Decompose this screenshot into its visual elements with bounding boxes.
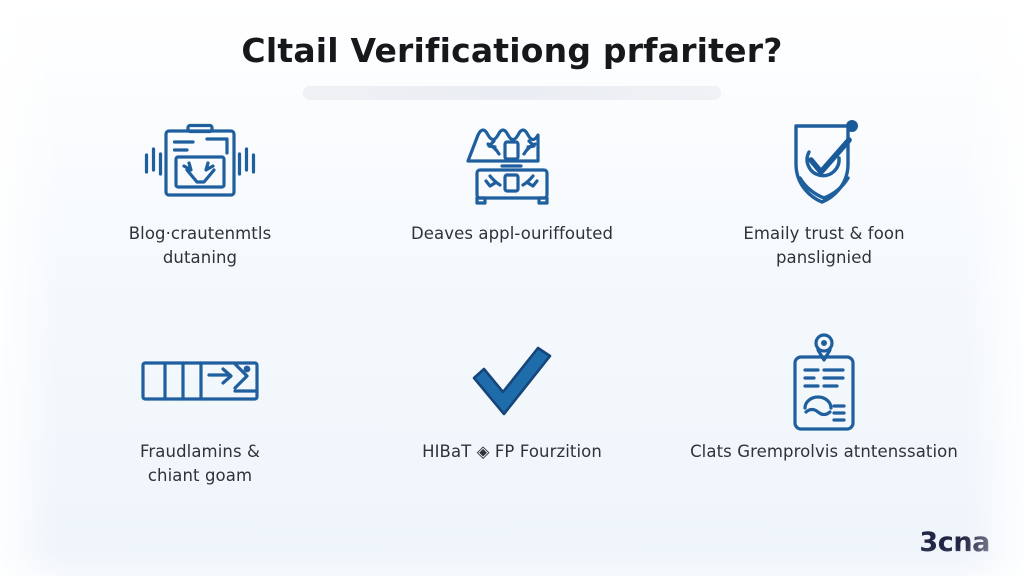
subtitle-placeholder-bar <box>303 85 721 100</box>
feature-cell-5: HIBaT ◈ FP Fourzition <box>356 330 668 548</box>
feature-label-3-line2: panslignied <box>775 247 873 267</box>
feature-label-1-line2: dutaning <box>162 247 238 267</box>
segmented-bar-icon <box>135 330 265 434</box>
feature-cell-1: Blog·crautenmtls dutaning <box>44 112 356 330</box>
feature-grid: Blog·crautenmtls dutaning <box>44 112 980 548</box>
feature-label-2-line1: Deaves appl-ouriffouted <box>410 224 614 243</box>
id-badge-icon <box>785 330 863 434</box>
feature-label-4-line1: Fraudlamins & <box>140 442 260 461</box>
page-title: Cltail Verificationg prfariter? <box>241 31 783 70</box>
feature-cell-6: Clats Gremprolvis atntenssation <box>668 330 980 548</box>
broadcast-document-icon <box>135 112 265 216</box>
feature-label-4: Fraudlamins & chiant goam <box>140 440 260 488</box>
feature-label-3-line1: Emaily trust & foon <box>743 224 905 243</box>
feature-label-5: HIBaT ◈ FP Fourzition <box>422 440 602 464</box>
feature-label-1: Blog·crautenmtls dutaning <box>129 222 272 270</box>
feature-label-1-line1: Blog·crautenmtls <box>128 224 272 243</box>
feature-cell-3: Emaily trust & foon panslignied <box>668 112 980 330</box>
shield-check-icon <box>778 112 870 216</box>
server-stack-icon <box>464 112 560 216</box>
feature-label-6: Clats Gremprolvis atntenssation <box>690 440 958 464</box>
feature-label-5-line1: HIBaT ◈ FP Fourzition <box>422 442 602 461</box>
feature-label-2: Deaves appl-ouriffouted <box>411 222 613 246</box>
feature-cell-2: Deaves appl-ouriffouted <box>356 112 668 330</box>
feature-label-4-line2: chiant goam <box>147 465 253 485</box>
brand-wordmark: 3cna <box>919 527 990 558</box>
feature-cell-4: Fraudlamins & chiant goam <box>44 330 356 548</box>
feature-label-6-line1: Clats Gremprolvis atntenssation <box>690 442 958 461</box>
checkmark-icon <box>466 330 558 434</box>
feature-label-3: Emaily trust & foon panslignied <box>743 222 904 270</box>
title-block: Cltail Verificationg prfariter? <box>0 32 1024 100</box>
